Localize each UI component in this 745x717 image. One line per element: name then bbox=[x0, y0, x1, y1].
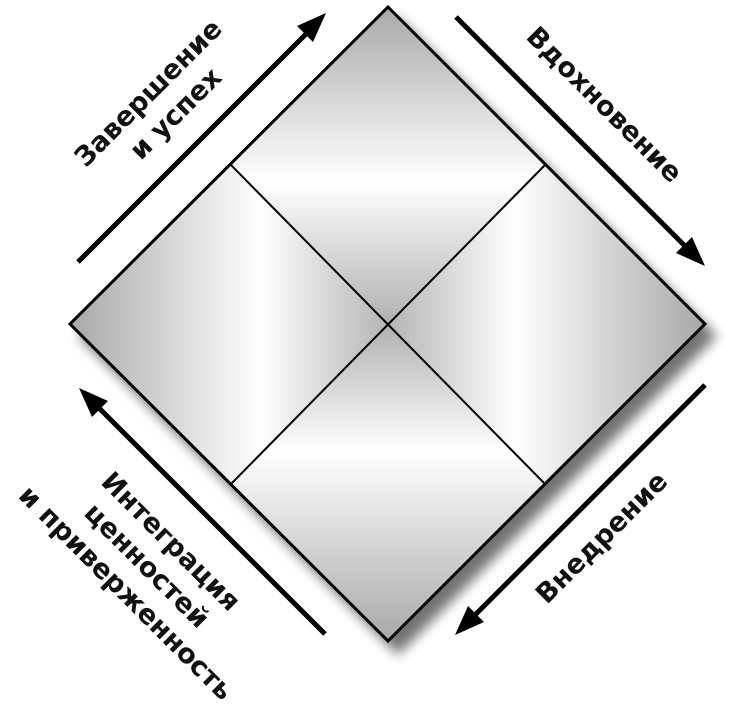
arrow-top-right bbox=[454, 15, 705, 266]
diamond-outline bbox=[67, 4, 708, 644]
diamond bbox=[67, 4, 708, 644]
arrowhead-icon bbox=[455, 606, 484, 635]
divider-line-b bbox=[230, 164, 546, 485]
arrowhead-icon bbox=[297, 13, 326, 42]
arrow-top-left bbox=[76, 13, 326, 264]
arrowhead-icon bbox=[676, 237, 705, 266]
arrow-bottom-right bbox=[455, 383, 707, 635]
arrowhead-icon bbox=[79, 388, 108, 417]
arrow-bottom-left bbox=[79, 388, 327, 636]
